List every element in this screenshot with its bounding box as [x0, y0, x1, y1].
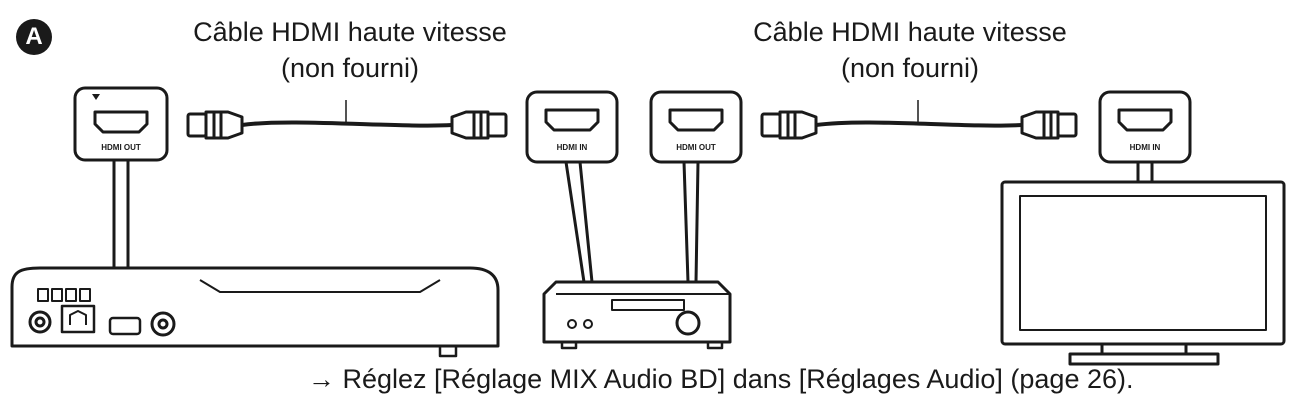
port-label-receiver-out: HDMI OUT	[676, 143, 716, 152]
av-receiver	[542, 280, 732, 350]
television	[1000, 180, 1286, 366]
port-label-player-out: HDMI OUT	[101, 143, 141, 152]
receiver-hdmi-out-callout: HDMI OUT	[649, 90, 743, 283]
port-label-tv-in: HDMI IN	[1130, 143, 1161, 152]
port-label-receiver-in: HDMI IN	[557, 143, 588, 152]
cable-label-right-line1: Câble HDMI haute vitesse	[753, 17, 1067, 47]
hdmi-cable-right	[760, 100, 1078, 140]
cable-label-right-line2: (non fourni)	[840, 53, 980, 83]
receiver-hdmi-in-callout: HDMI IN	[525, 90, 619, 283]
section-badge: A	[16, 19, 52, 55]
footer-note: → Réglez [Réglage MIX Audio BD] dans [Ré…	[308, 364, 1134, 394]
hdmi-cable-left	[186, 100, 508, 140]
cable-label-left-line2: (non fourni)	[280, 53, 420, 83]
tv-hdmi-in-callout: HDMI IN	[1098, 90, 1192, 182]
cable-label-left-line1: Câble HDMI haute vitesse	[193, 17, 507, 47]
bluray-player	[10, 266, 500, 358]
